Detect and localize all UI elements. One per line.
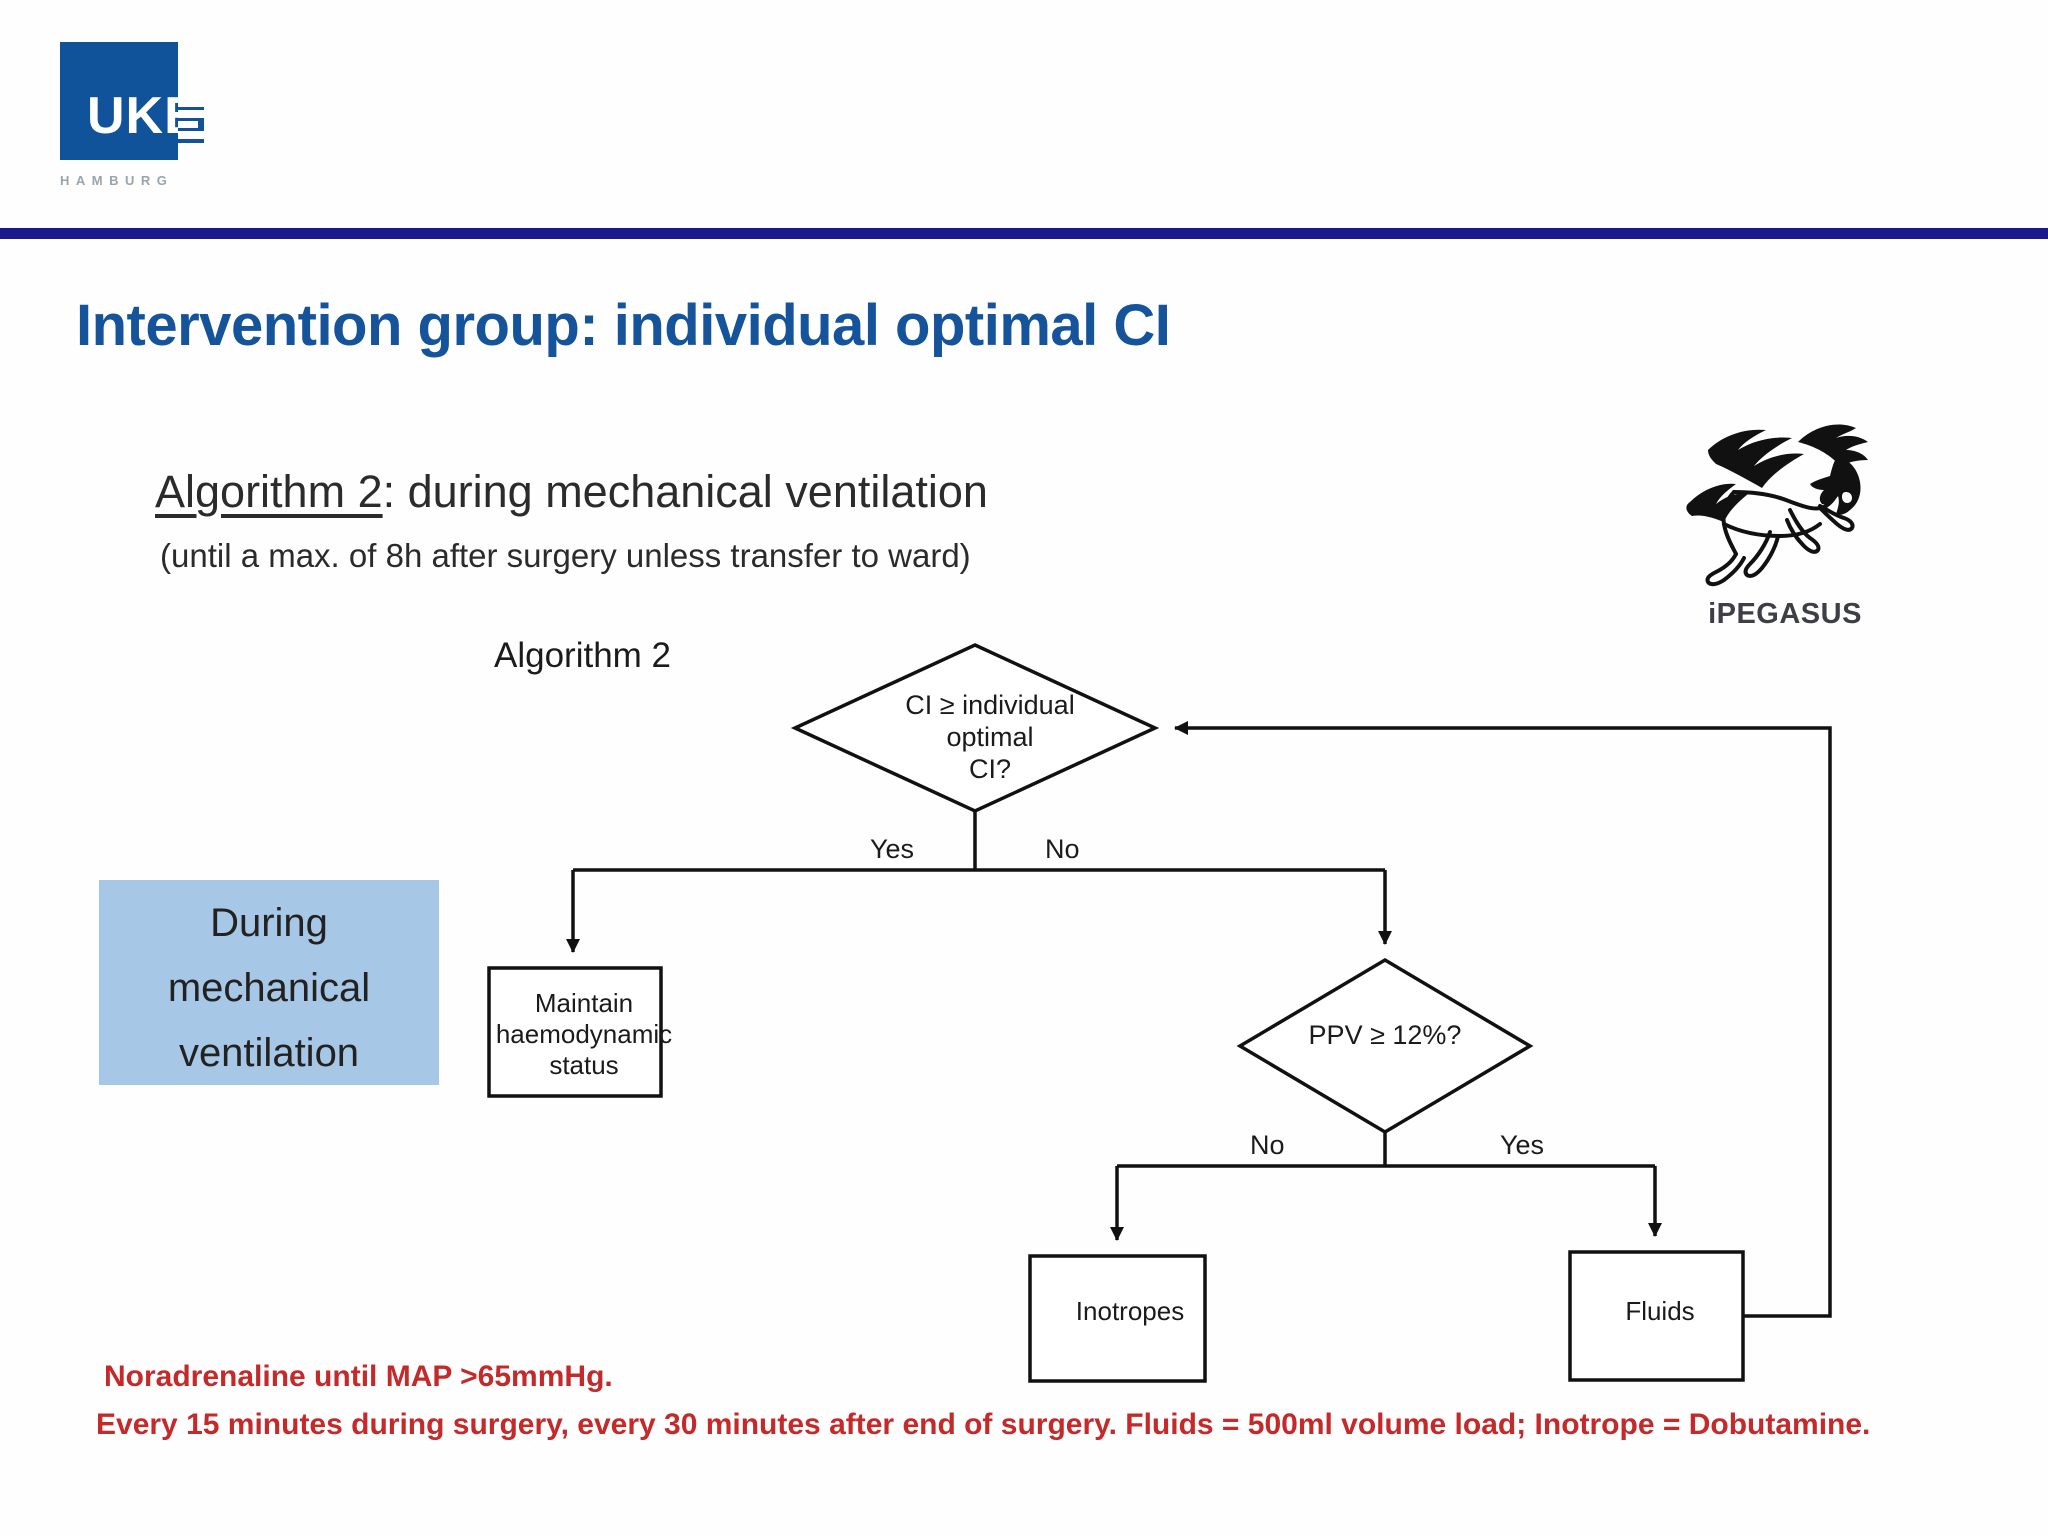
node-box-fluids-text: Fluids [1625, 1296, 1695, 1326]
node-diamond-ci-text: CI ≥ individual optimal CI? [830, 690, 1150, 786]
node-box-inotropes [1028, 1254, 1207, 1383]
box-maintain-line-3: status [549, 1050, 619, 1081]
edge-label-no-1: No [1045, 834, 1080, 864]
algorithm-inner-label: Algorithm 2 [494, 636, 672, 675]
page-title: Intervention group: individual optimal C… [76, 293, 1171, 358]
uke-logo-subtitle: HAMBURG [60, 173, 174, 188]
ipegasus-logo: iPEGASUS [1670, 406, 1900, 646]
node-box-maintain [487, 966, 663, 1098]
header-divider-rule [0, 228, 2048, 239]
edge-fluids-feedback [1174, 721, 1832, 1318]
box-maintain-line-2: haemodynamic [495, 1019, 673, 1050]
edge-label-no-2: No [1250, 1130, 1285, 1160]
node-box-fluids [1568, 1250, 1745, 1382]
edge-label-yes-1: Yes [870, 834, 915, 864]
footnote-line-1: Noradrenaline until MAP >65mmHg. [104, 1360, 613, 1393]
algorithm-heading-rest: : during mechanical ventilation [382, 466, 988, 517]
uke-logo-e-middle-bar [178, 121, 198, 128]
ipegasus-wordmark: iPEGASUS [1708, 598, 1862, 630]
callout-line-2: mechanical [167, 966, 371, 1010]
uke-logo-square: UKE [60, 42, 204, 160]
box-maintain-line-1: Maintain [534, 988, 634, 1018]
node-box-maintain-text: Maintain haemodynamic status [474, 988, 694, 1082]
diamond-ci-line-3: CI? [968, 753, 1012, 784]
winged-horse-icon [1686, 424, 1868, 587]
footnote-line-2: Every 15 minutes during surgery, every 3… [96, 1408, 1871, 1441]
edge-label-yes-2: Yes [1500, 1130, 1545, 1160]
node-box-inotropes-text: Inotropes [1075, 1296, 1185, 1326]
diamond-ci-line-1: CI ≥ individual [905, 690, 1075, 720]
callout-during-mechanical-ventilation: During mechanical ventilation [99, 880, 439, 1085]
algorithm-subheading: (until a max. of 8h after surgery unless… [160, 537, 971, 574]
uke-logo: UKE HAMBURG [60, 42, 210, 188]
callout-line-1: During [210, 901, 328, 945]
node-diamond-ppv-text: PPV ≥ 12%? [1308, 1020, 1462, 1050]
callout-line-3: ventilation [178, 1031, 360, 1075]
algorithm-heading-underlined: Algorithm 2 [155, 466, 383, 517]
diamond-ci-line-2: optimal [946, 721, 1034, 752]
algorithm-heading: Algorithm 2: during mechanical ventilati… [155, 466, 988, 518]
